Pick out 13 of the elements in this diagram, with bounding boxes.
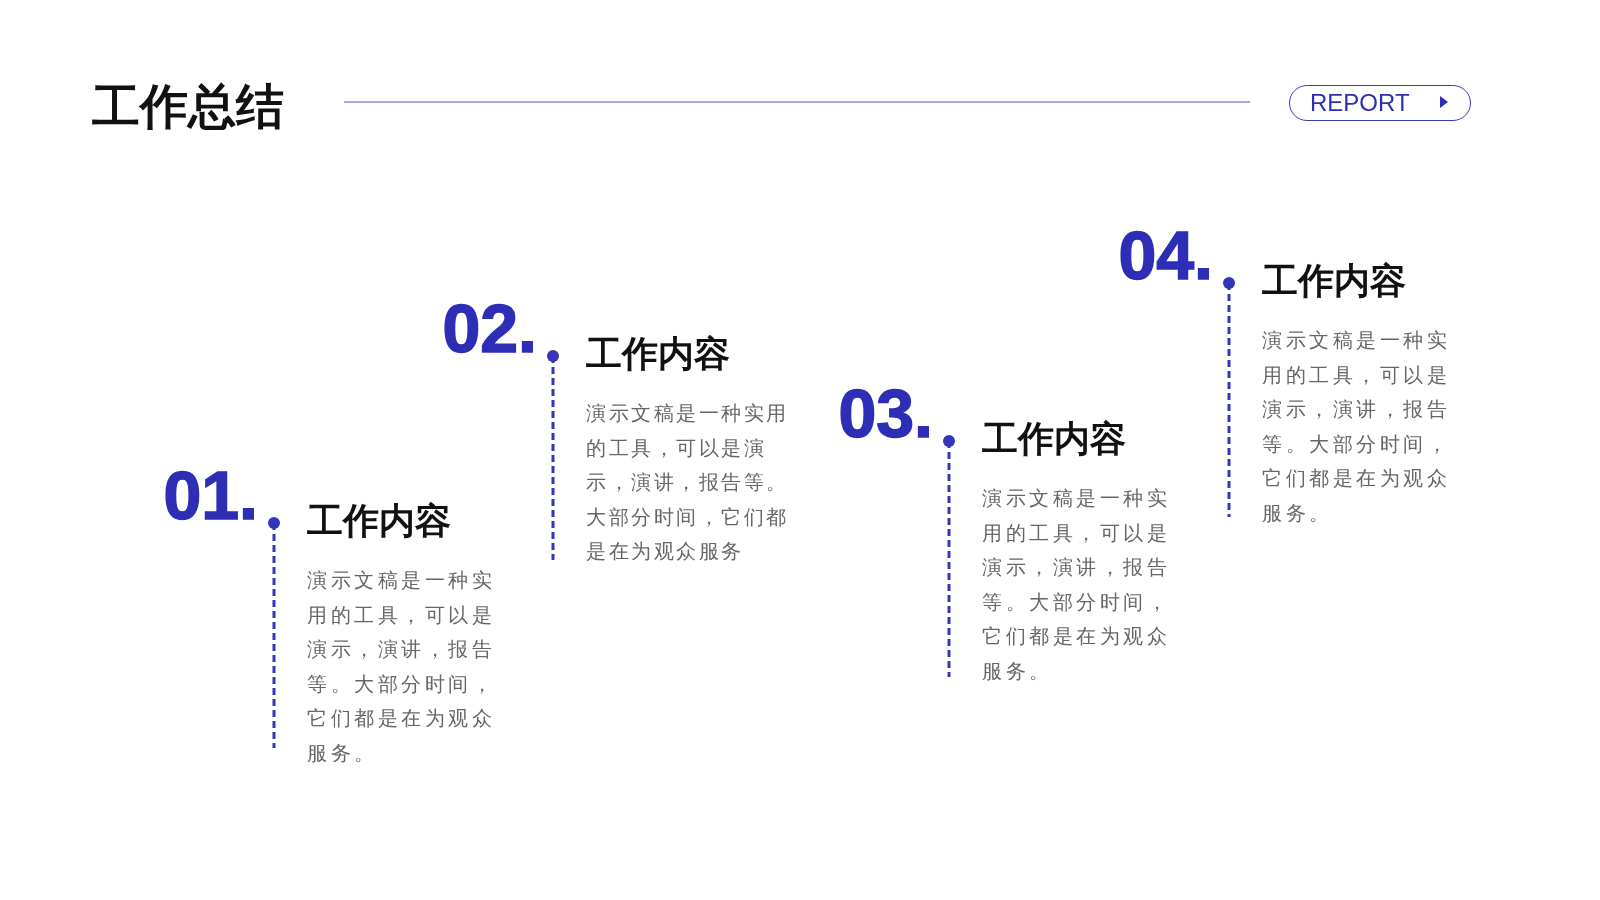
- step-heading: 工作内容: [982, 417, 1126, 461]
- step-heading: 工作内容: [1262, 259, 1406, 303]
- step-description: 演示文稿是一种实用的工具，可以是演示，演讲，报告等。大部分时间，它们都是在为观众服务。: [1262, 327, 1451, 527]
- step-heading: 工作内容: [307, 499, 451, 543]
- step-number: 04.: [1118, 221, 1213, 289]
- step-number: 02.: [442, 294, 537, 362]
- step-number: 03.: [838, 379, 933, 447]
- step-number: 01.: [163, 461, 258, 529]
- step-description: 演示文稿是一种实用的工具，可以是演示，演讲，报告等。大部分时间，它们都是在为观众服务。: [982, 485, 1171, 685]
- step-description: 演示文稿是一种实用的工具，可以是演示，演讲，报告等。大部分时间，它们都是在为观众服务。: [307, 567, 496, 767]
- title: 工作总结: [92, 77, 284, 136]
- step-description: 演示文稿是一种实用的工具，可以是演示，演讲，报告等。大部分时间，它们都是在为观众服务: [586, 400, 790, 565]
- step-heading: 工作内容: [586, 332, 730, 376]
